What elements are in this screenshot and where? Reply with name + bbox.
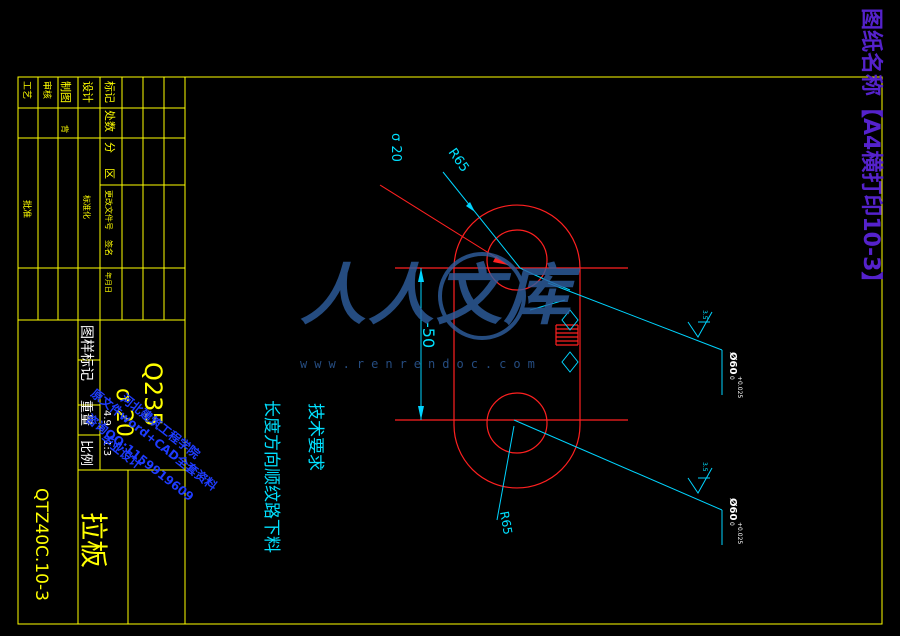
header-drawing-mark: 图样标记 bbox=[78, 325, 94, 381]
role-process: 工艺 bbox=[21, 81, 32, 99]
tech-req-heading: 技术要求 bbox=[305, 403, 325, 471]
title-block-texts: 标记 处数 分 区 更改文件号 签名 年月日 设计 制图 审核 工艺 批准 标准… bbox=[21, 81, 167, 601]
material-text: Q235 bbox=[139, 362, 167, 427]
watermark-url: www.renrendoc.com bbox=[300, 357, 542, 371]
hole-bottom-tolerance-low: 0 bbox=[728, 522, 735, 526]
drawing-no-text: QTZ40C.10-3 bbox=[31, 488, 51, 601]
thickness-text: σ 20 bbox=[111, 388, 136, 437]
watermark-logo-text: 人人文库 bbox=[300, 257, 581, 334]
sign-label-6: 签名 bbox=[104, 240, 114, 256]
scale-value: 1:3 bbox=[101, 440, 112, 456]
hole-bottom-tolerance: +0.025 bbox=[736, 522, 743, 544]
hole-top bbox=[486, 229, 548, 291]
sign-label-4: 区 bbox=[103, 168, 116, 179]
thickness-callout: σ 20 bbox=[388, 133, 403, 162]
part-name-text: 拉板 bbox=[77, 512, 110, 568]
hole-bottom bbox=[486, 392, 548, 454]
misc-sheet-label: 背 bbox=[60, 125, 70, 133]
weight-value: 4.9 bbox=[101, 410, 112, 426]
part-outline bbox=[453, 204, 581, 489]
hole-bottom-label: Ø60 bbox=[727, 498, 739, 520]
sign-label-2: 处数 bbox=[103, 110, 116, 132]
watermark: 人人文库 www.renrendoc.com bbox=[300, 252, 581, 371]
sign-label-3: 分 bbox=[103, 142, 116, 153]
roughness-top-value: 3.5 bbox=[701, 310, 708, 320]
roughness-bottom-value: 3.5 bbox=[701, 462, 708, 472]
role-standard: 标准化 bbox=[82, 195, 92, 219]
title-block bbox=[17, 76, 186, 625]
header-weight: 重量 bbox=[78, 400, 94, 426]
sign-label-5: 更改文件号 bbox=[104, 190, 114, 230]
watermark-logo-ring bbox=[438, 252, 526, 340]
tech-req-line1: 长度方向顺纹路下料 bbox=[261, 400, 281, 553]
center-distance-label: -50 bbox=[419, 322, 438, 348]
hole-top-tolerance: +0.025 bbox=[736, 376, 743, 398]
role-approve: 批准 bbox=[21, 200, 33, 218]
sign-label-1: 标记 bbox=[103, 81, 117, 103]
role-review: 审核 bbox=[41, 81, 53, 99]
roughness-symbol-bottom bbox=[687, 467, 713, 494]
hole-top-tolerance-low: 0 bbox=[728, 376, 735, 380]
hole-top-label: Ø60 bbox=[727, 352, 739, 374]
radius-bottom-label: R65 bbox=[497, 510, 515, 536]
dimensions bbox=[379, 171, 723, 545]
role-drafting: 制图 bbox=[59, 81, 72, 103]
sign-label-7: 年月日 bbox=[104, 272, 113, 293]
header-scale: 比例 bbox=[78, 440, 93, 466]
drawing-title-vertical: 图纸名称【A4横打印10-3】 bbox=[858, 8, 884, 293]
technical-requirements: 技术要求 长度方向顺纹路下料 bbox=[261, 400, 325, 553]
roughness-symbol-top bbox=[687, 311, 713, 338]
role-design: 设计 bbox=[81, 81, 94, 103]
